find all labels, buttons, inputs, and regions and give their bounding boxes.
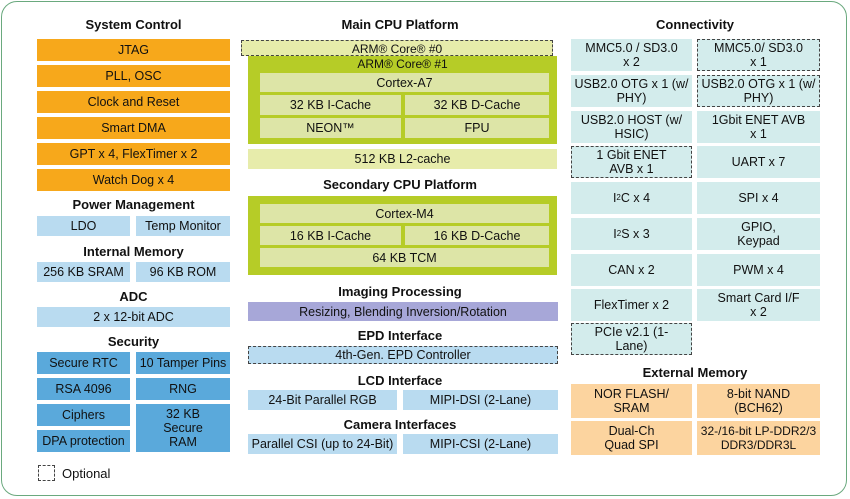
sc-smart-dma: Smart DMA — [37, 117, 230, 139]
cortex-a7: Cortex-A7 — [260, 73, 549, 92]
sc-watchdog: Watch Dog x 4 — [37, 169, 230, 191]
imaging-resize-blend: Resizing, Blending Inversion/Rotation — [248, 302, 558, 321]
em-nor-flash: NOR FLASH/ SRAM — [571, 384, 692, 418]
lcd-parallel-rgb: 24-Bit Parallel RGB — [248, 390, 397, 410]
sc-jtag: JTAG — [37, 39, 230, 61]
sc-gpt-flextimer: GPT x 4, FlexTimer x 2 — [37, 143, 230, 165]
system-control-title: System Control — [85, 17, 182, 32]
pm-temp-monitor: Temp Monitor — [136, 216, 230, 236]
connectivity-title: Connectivity — [655, 17, 734, 32]
conn-enet-left: 1 Gbit ENET AVB x 1 — [571, 146, 692, 178]
pm-ldo: LDO — [37, 216, 130, 236]
camera-title: Camera Interfaces — [343, 417, 457, 432]
adc-title: ADC — [119, 289, 148, 304]
sec-dpa-protection: DPA protection — [37, 430, 130, 452]
conn-usb-otg-left: USB2.0 OTG x 1 (w/ PHY) — [571, 75, 692, 107]
epd-title: EPD Interface — [357, 328, 443, 343]
epd-controller: 4th-Gen. EPD Controller — [248, 346, 558, 364]
sc-clock-reset: Clock and Reset — [37, 91, 230, 113]
conn-usb-otg-right: USB2.0 OTG x 1 (w/ PHY) — [697, 75, 820, 107]
arm-core-0-label: ARM® Core® #0 — [351, 42, 443, 56]
conn-pcie: PCIe v2.1 (1-Lane) — [571, 323, 692, 355]
em-ddr: 32-/16-bit LP-DDR2/3 DDR3/DDR3L — [697, 421, 820, 455]
lcd-mipi-dsi: MIPI-DSI (2-Lane) — [403, 390, 558, 410]
imaging-title: Imaging Processing — [338, 284, 462, 299]
em-nand: 8-bit NAND (BCH62) — [697, 384, 820, 418]
a7-icache: 32 KB I-Cache — [260, 95, 401, 115]
conn-smart-card: Smart Card I/F x 2 — [697, 289, 820, 321]
conn-can: CAN x 2 — [571, 254, 692, 286]
conn-enet-right: 1Gbit ENET AVB x 1 — [697, 111, 820, 143]
security-title: Security — [107, 334, 160, 349]
l2-cache: 512 KB L2-cache — [248, 149, 557, 169]
conn-spi: SPI x 4 — [697, 182, 820, 214]
cortex-m4: Cortex-M4 — [260, 204, 549, 223]
m4-icache: 16 KB I-Cache — [260, 226, 401, 245]
adc-12bit: 2 x 12-bit ADC — [37, 307, 230, 327]
conn-mmc-sd-x1: MMC5.0/ SD3.0 x 1 — [697, 39, 820, 71]
conn-gpio-keypad: GPIO, Keypad — [697, 218, 820, 250]
camera-parallel-csi: Parallel CSI (up to 24-Bit) — [248, 434, 397, 454]
internal-memory-title: Internal Memory — [83, 244, 184, 259]
arm-core-1-label: ARM® Core® #1 — [357, 57, 448, 71]
optional-legend-swatch — [38, 465, 55, 481]
optional-legend-label: Optional — [62, 466, 111, 481]
sec-ciphers: Ciphers — [37, 404, 130, 426]
m4-tcm: 64 KB TCM — [260, 248, 549, 267]
conn-flextimer: FlexTimer x 2 — [571, 289, 692, 321]
sc-pll-osc: PLL, OSC — [37, 65, 230, 87]
secondary-cpu-title: Secondary CPU Platform — [323, 177, 477, 192]
a7-fpu: FPU — [405, 118, 549, 138]
conn-pwm: PWM x 4 — [697, 254, 820, 286]
sec-tamper-pins: 10 Tamper Pins — [136, 352, 230, 374]
sec-rsa: RSA 4096 — [37, 378, 130, 400]
em-quad-spi: Dual-Ch Quad SPI — [571, 421, 692, 455]
arm-core-0: ARM® Core® #0 — [241, 40, 553, 56]
conn-usb-host: USB2.0 HOST (w/ HSIC) — [571, 111, 692, 143]
camera-mipi-csi: MIPI-CSI (2-Lane) — [403, 434, 558, 454]
im-rom: 96 KB ROM — [136, 262, 230, 282]
sec-secure-ram: 32 KB Secure RAM — [136, 404, 230, 452]
lcd-title: LCD Interface — [357, 373, 443, 388]
m4-dcache: 16 KB D-Cache — [405, 226, 549, 245]
external-memory-title: External Memory — [642, 365, 748, 380]
power-management-title: Power Management — [72, 197, 195, 212]
sec-rng: RNG — [136, 378, 230, 400]
sec-secure-rtc: Secure RTC — [37, 352, 130, 374]
main-cpu-title: Main CPU Platform — [341, 17, 459, 32]
im-sram: 256 KB SRAM — [37, 262, 130, 282]
conn-uart: UART x 7 — [697, 146, 820, 178]
a7-neon: NEON™ — [260, 118, 401, 138]
a7-dcache: 32 KB D-Cache — [405, 95, 549, 115]
conn-mmc-sd-x2: MMC5.0 / SD3.0 x 2 — [571, 39, 692, 71]
